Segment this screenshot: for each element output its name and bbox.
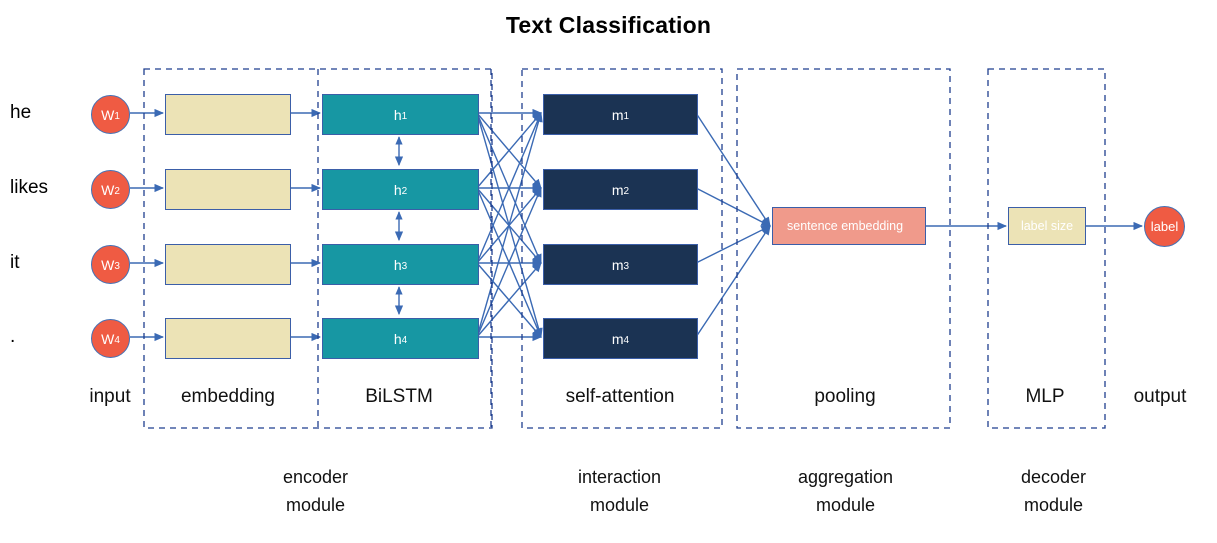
- page-title: Text Classification: [505, 12, 712, 38]
- embedding-box-1[interactable]: [165, 94, 291, 135]
- attention-sub: 1: [623, 111, 630, 122]
- hidden-base: h: [393, 330, 402, 347]
- attention-sub: 3: [623, 261, 630, 272]
- attention-base: m: [611, 256, 624, 273]
- stage-label-mlp: MLP: [1025, 386, 1065, 407]
- stage-label-input: input: [89, 386, 131, 407]
- hidden-base: h: [393, 106, 402, 123]
- module-label-line1: encoder: [282, 467, 349, 487]
- stage-label-pooling: pooling: [814, 386, 876, 407]
- output-label-circle[interactable]: label: [1144, 206, 1185, 247]
- input-word-1: likes: [10, 177, 49, 198]
- attention-base: m: [611, 181, 624, 198]
- hidden-base: h: [393, 256, 402, 273]
- aggregation-group-box: [736, 68, 951, 429]
- token-sub: 1: [114, 110, 120, 122]
- stage-label-embedding: embedding: [180, 386, 276, 407]
- module-label-encoder: encoder module: [218, 464, 413, 520]
- hidden-sub: 3: [401, 261, 408, 272]
- embedding-box-3[interactable]: [165, 244, 291, 285]
- module-label-decoder: decoder module: [956, 464, 1151, 520]
- attention-base: m: [611, 106, 624, 123]
- module-label-line1: aggregation: [797, 467, 894, 487]
- decoder-group-box: [987, 68, 1106, 429]
- module-label-line2: module: [285, 494, 346, 515]
- module-label-line1: interaction: [577, 467, 662, 487]
- stage-label-output: output: [1133, 386, 1187, 407]
- attention-sub: 4: [623, 335, 630, 346]
- hidden-base: h: [393, 181, 402, 198]
- attention-sub: 2: [623, 186, 630, 197]
- module-label-line2: module: [589, 494, 650, 515]
- module-label-interaction: interaction module: [522, 464, 717, 520]
- module-label-aggregation: aggregation module: [748, 464, 943, 520]
- token-base: W: [101, 256, 115, 273]
- token-base: W: [101, 330, 115, 347]
- token-sub: 4: [114, 334, 120, 346]
- input-word-3: .: [10, 326, 16, 347]
- token-sub: 2: [114, 185, 120, 197]
- hidden-sub: 2: [401, 186, 408, 197]
- embedding-box-4[interactable]: [165, 318, 291, 359]
- stage-label-self-attention: self-attention: [565, 386, 675, 407]
- token-sub: 3: [114, 260, 120, 272]
- hidden-sub: 1: [401, 111, 408, 122]
- input-word-2: it: [10, 252, 20, 273]
- module-label-line2: module: [1023, 494, 1084, 515]
- label-size-box[interactable]: label size: [1008, 207, 1086, 245]
- sentence-embedding-box[interactable]: sentence embedding: [772, 207, 926, 245]
- token-base: W: [101, 106, 115, 123]
- stage-label-bilstm: BiLSTM: [365, 386, 433, 407]
- embedding-box-2[interactable]: [165, 169, 291, 210]
- hidden-sub: 4: [401, 335, 408, 346]
- attention-base: m: [611, 330, 624, 347]
- input-word-0: he: [10, 102, 32, 123]
- module-label-line2: module: [815, 494, 876, 515]
- token-base: W: [101, 181, 115, 198]
- module-label-line1: decoder: [1020, 467, 1087, 487]
